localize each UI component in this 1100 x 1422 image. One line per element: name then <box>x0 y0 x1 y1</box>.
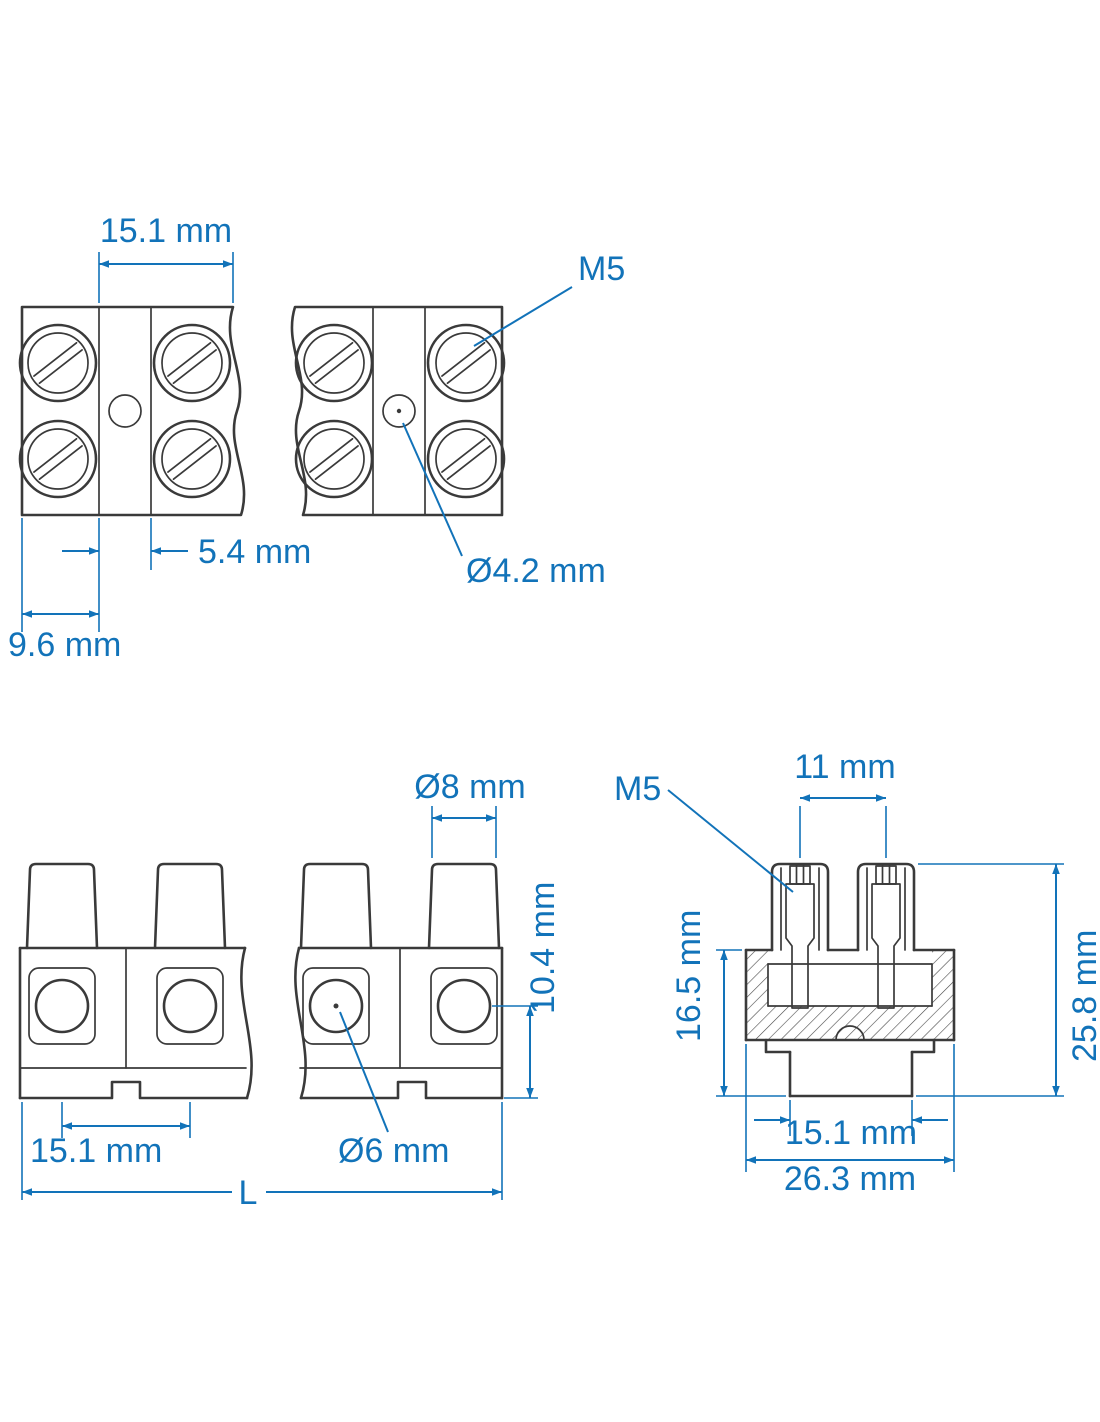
top-view: 15.1 mm M5 5.4 mm Ø4.2 mm 9.6 mm <box>8 212 625 664</box>
dim-foot-width: 15.1 mm <box>754 1100 948 1152</box>
dim-overall-length-label: L <box>239 1174 258 1212</box>
callout-wire-dia: Ø6 mm <box>338 1011 449 1170</box>
dim-entry-dia-label: Ø8 mm <box>414 768 525 806</box>
dim-depth-label: 26.3 mm <box>784 1160 916 1198</box>
dim-top-edge-offset-label: 9.6 mm <box>8 626 121 664</box>
callout-side-thread: M5 <box>614 770 794 893</box>
dim-front-pitch-label: 15.1 mm <box>30 1132 162 1170</box>
dim-total-height-label: 25.8 mm <box>1066 930 1100 1062</box>
dim-screw-spacing-label: 11 mm <box>794 748 895 786</box>
dim-overall-length: L <box>21 1102 503 1212</box>
front-view: Ø8 mm 10.4 mm 15.1 mm Ø6 mm L <box>18 768 562 1212</box>
side-view: M5 11 mm 16.5 mm 25.8 mm <box>614 748 1100 1198</box>
dim-top-edge-offset: 9.6 mm <box>8 518 121 664</box>
sectioned-screw-right <box>871 863 901 1009</box>
section-hatching <box>746 950 954 1040</box>
dim-front-pitch: 15.1 mm <box>30 1102 191 1170</box>
dim-body-height-label: 16.5 mm <box>670 910 708 1042</box>
dim-screw-spacing: 11 mm <box>794 748 896 858</box>
dim-body-height: 16.5 mm <box>670 910 786 1097</box>
thread-label-side: M5 <box>614 770 661 808</box>
mounting-holes <box>108 394 416 428</box>
dim-total-height: 25.8 mm <box>916 863 1100 1097</box>
dim-depth: 26.3 mm <box>745 1044 955 1198</box>
dim-mount-hole-label: Ø4.2 mm <box>466 552 606 590</box>
top-view-part-outline <box>20 305 504 517</box>
dim-top-pitch-label: 15.1 mm <box>100 212 232 250</box>
dim-top-pitch: 15.1 mm <box>98 212 234 303</box>
mounting-notch <box>835 1025 865 1041</box>
dim-foot-width-label: 15.1 mm <box>785 1114 917 1152</box>
dim-wire-dia-label: Ø6 mm <box>338 1132 449 1170</box>
dim-top-slot-width-label: 5.4 mm <box>198 533 311 571</box>
dim-center-height: 10.4 mm <box>492 882 562 1099</box>
front-view-part-outline <box>18 862 504 1100</box>
dim-center-height-label: 10.4 mm <box>524 882 562 1014</box>
sectioned-screw-left <box>785 863 815 1009</box>
dim-entry-dia: Ø8 mm <box>414 768 526 858</box>
callout-top-thread: M5 <box>473 250 625 347</box>
thread-label-top: M5 <box>578 250 625 288</box>
callout-mount-hole: Ø4.2 mm <box>402 422 606 590</box>
dim-top-slot-width: 5.4 mm <box>62 518 311 632</box>
